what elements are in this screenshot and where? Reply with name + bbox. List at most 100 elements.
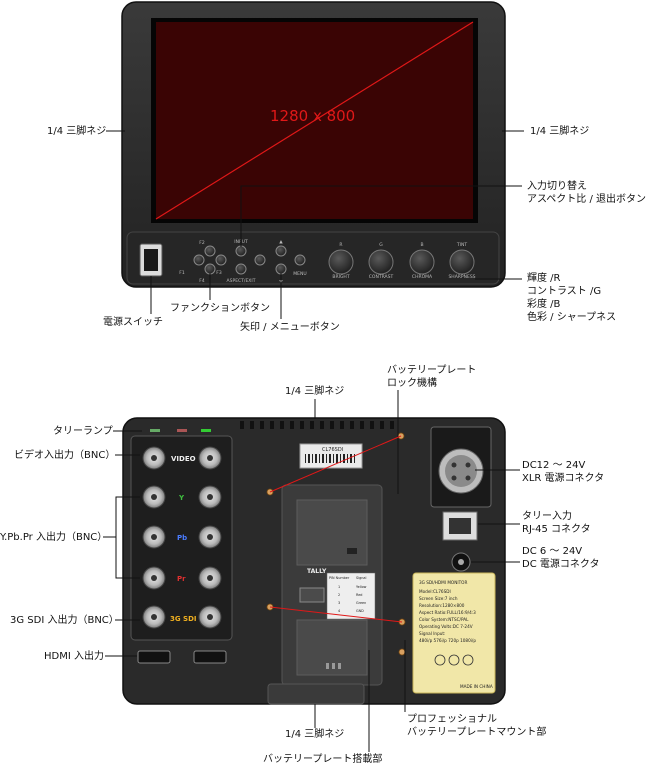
spec-line-2: Screen Size:7 inch (419, 596, 458, 601)
tally-header-pin: PIN Number (329, 576, 350, 580)
tally-row-4-signal: GND (356, 609, 364, 613)
cert-marks (434, 654, 474, 666)
pogo-pins (326, 663, 341, 669)
callout-power-switch: 電源スイッチ (103, 317, 163, 328)
screen-diagonal (155, 21, 474, 220)
tally-row-3-signal: Green (356, 601, 366, 605)
callout-battery-lock: バッテリープレート ロック機構 (387, 365, 477, 389)
callout-video-in: ビデオ入出力（BNC） (14, 450, 116, 461)
label-sharpness: SHARPNESS (448, 274, 475, 280)
input-button[interactable] (235, 245, 247, 257)
tint-sharpness-knob[interactable] (449, 249, 475, 275)
tally-pin-table (326, 572, 376, 620)
callout-input-switch: 入力切り替え アスペクト比 / 退出ボタン (527, 181, 647, 205)
battery-plate-lower (296, 619, 368, 676)
label-sdi: 3G SDI (170, 615, 197, 623)
callout-right-thread: 1/4 三脚ネジ (530, 126, 590, 137)
tally-table-text: PIN Number Signal 1 Yellow 2 Red 3 Green… (329, 576, 367, 613)
callout-hdmi-in: HDMI 入出力 (44, 651, 104, 662)
rj45-opening (449, 518, 471, 534)
tally-row-2-pin: 2 (338, 593, 340, 597)
label-tint: TINT (456, 242, 467, 248)
label-contrast: CONTRAST (369, 274, 394, 280)
front-callout-lines (106, 130, 524, 319)
spec-line-8: 480i/p 576i/p 720p 1080i/p (419, 638, 476, 643)
label-b: B (420, 242, 423, 248)
callout-function-button: ファンクションボタン (170, 303, 270, 314)
hdmi-out-port[interactable] (193, 650, 227, 664)
bottom-tab (267, 683, 365, 705)
arrow-left-button[interactable] (254, 254, 266, 266)
callout-dc12: DC12 ～ 24V XLR 電源コネクタ (522, 460, 605, 484)
label-tally: TALLY (307, 568, 327, 575)
tally-led-1 (150, 429, 160, 432)
down-button[interactable] (275, 263, 287, 275)
power-switch-rocker (144, 249, 158, 271)
label-r: R (339, 242, 342, 248)
hdmi-in-port[interactable] (137, 650, 171, 664)
tally-row-1-signal: Yellow (356, 585, 367, 589)
front-control-strip (126, 231, 500, 285)
label-bright: BRIGHT (332, 274, 349, 280)
spec-line-1: Model:CL76SDI (419, 589, 451, 594)
label-chroma: CHROMA (412, 274, 433, 280)
label-video: VIDEO (171, 455, 196, 463)
label-g: G (379, 242, 383, 248)
screws (266, 432, 406, 656)
aspect-exit-button[interactable] (235, 263, 247, 275)
callout-top-thread: 1/4 三脚ネジ (285, 386, 345, 397)
tally-rj45-on-plate (299, 587, 325, 603)
callout-battery-plate: バッテリープレート搭載部 (263, 754, 383, 765)
spec-footer: MADE IN CHINA (460, 684, 493, 689)
label-f4: F4 (199, 278, 205, 284)
bright-r-knob[interactable] (328, 249, 354, 275)
model-label: CL76SDI (322, 447, 343, 453)
spec-plate (412, 572, 496, 694)
label-y: Y (178, 494, 185, 502)
up-button[interactable] (275, 245, 287, 257)
callout-pro-mount: プロフェッショナル バッテリープレートマウント部 (407, 714, 547, 738)
spec-line-6: Operating Volts:DC 7-24V (419, 624, 473, 629)
spec-line-7: Signal Input: (419, 631, 445, 636)
label-up: ▲ (279, 240, 283, 245)
label-f2: F2 (199, 240, 205, 246)
label-menu: MENU (293, 271, 306, 277)
xlr-inner (445, 455, 477, 487)
dc-jack-pin (458, 559, 464, 565)
tally-led-2 (177, 429, 187, 432)
tally-header-signal: Signal (356, 576, 366, 580)
callout-bottom-thread: 1/4 三脚ネジ (285, 729, 345, 740)
tally-row-3-pin: 3 (338, 601, 340, 605)
label-pb: Pb (177, 534, 187, 542)
callout-sdi-in: 3G SDI 入出力（BNC） (10, 615, 119, 626)
bnc-centers (151, 455, 213, 620)
spec-line-5: Color System:NTSC/PAL (419, 617, 469, 622)
back-monitor (122, 417, 506, 705)
callout-ypbpr-in: Y.Pb.Pr 入出力（BNC） (0, 532, 108, 543)
f4-button[interactable] (204, 263, 216, 275)
label-aspect-exit: ASPECT/EXIT (227, 278, 256, 284)
front-monitor (121, 1, 506, 288)
screen-resolution-label: 1280 x 800 (270, 107, 356, 125)
barcode (305, 454, 355, 463)
f1-button[interactable] (193, 254, 205, 266)
spec-plate-text: 3G SDI/HDMI MONITOR Model:CL76SDI Screen… (419, 580, 493, 689)
f3-button[interactable] (215, 254, 227, 266)
back-callout-lines (103, 390, 520, 752)
xlr-pins (451, 462, 471, 481)
back-red-lines (269, 435, 403, 623)
spec-line-0: 3G SDI/HDMI MONITOR (419, 580, 467, 585)
menu-button[interactable] (294, 254, 306, 266)
tally-row-4-pin: 4 (338, 609, 340, 613)
label-f1: F1 (179, 270, 185, 276)
callout-dc6: DC 6 ～ 24V DC 電源コネクタ (522, 546, 600, 570)
label-pr: Pr (177, 575, 186, 583)
label-f3: F3 (216, 270, 222, 276)
callout-left-thread: 1/4 三脚ネジ (47, 126, 107, 137)
chroma-b-knob[interactable] (409, 249, 435, 275)
f2-button[interactable] (204, 245, 216, 257)
callout-arrow-menu: 矢印 / メニューボタン (240, 322, 340, 333)
spec-line-4: Aspect Ratio:FULL/16:9/4:3 (419, 610, 476, 615)
mini-usb-port (347, 548, 357, 554)
contrast-g-knob[interactable] (368, 249, 394, 275)
